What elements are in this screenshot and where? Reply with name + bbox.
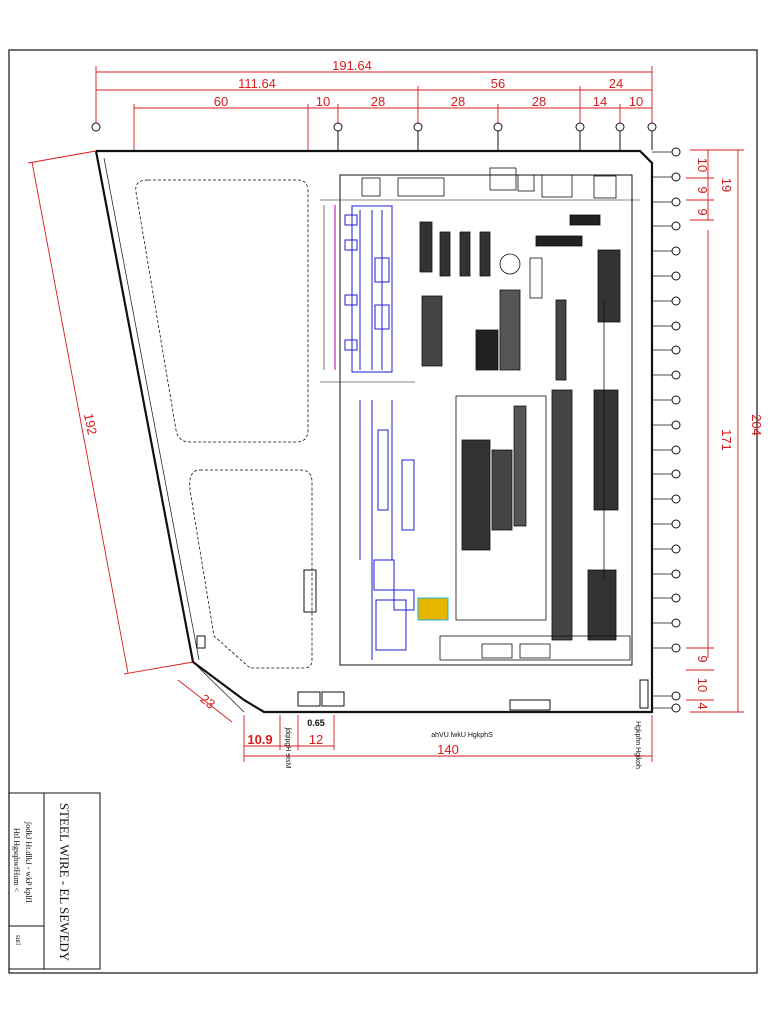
dim-top-28b: 28: [451, 94, 465, 109]
right-dimensions: [686, 149, 744, 713]
boundary-inner: [103, 157, 200, 661]
site-boundary: [94, 149, 654, 714]
grid-marker-right: [671, 197, 681, 207]
grid-marker-right: [671, 494, 681, 504]
road-label-right: Hgkphn Hgikoh: [634, 721, 641, 769]
dim-bottom-140: 140: [437, 742, 459, 757]
grid-marker-right: [671, 703, 681, 713]
grid-marker-right: [671, 593, 681, 603]
grid-marker-right: [671, 469, 681, 479]
dim-right-171: 171: [719, 429, 734, 451]
grid-marker-right: [671, 246, 681, 256]
machinery-north: [361, 167, 621, 381]
grid-markers-top: [91, 122, 657, 150]
dim-right-4: 4: [695, 702, 710, 709]
title-block-line2: ʃodkJ Ht.dlkJ - wkP kplfl: [24, 821, 33, 904]
dim-top-10a: 10: [316, 94, 330, 109]
control-room: [417, 597, 449, 621]
dim-top-28c: 28: [532, 94, 546, 109]
machinery-central: [439, 300, 631, 661]
title-block-title: STEEL WIRE - EL SEWEDY: [57, 803, 72, 962]
grid-marker-right: [671, 519, 681, 529]
dim-top-14: 14: [593, 94, 607, 109]
dim-diag-192: 192: [81, 412, 100, 436]
dim-top-mid: 56: [491, 76, 505, 91]
dim-top-28a: 28: [371, 94, 385, 109]
dim-bottom-065: 0.65: [307, 718, 325, 728]
grid-marker-right: [671, 345, 681, 355]
grid-markers-right: [652, 147, 681, 713]
grid-marker-right: [671, 172, 681, 182]
title-block-line3: sutl: [14, 935, 22, 945]
title-block-line1: Htl HgsqhwfHum <: [12, 828, 21, 893]
diag-dimension: [27, 150, 233, 723]
title-block: [8, 792, 101, 970]
grid-marker-right: [671, 296, 681, 306]
sheet-frame: [8, 49, 758, 974]
wire-line-nw: [344, 205, 393, 373]
grid-marker-right: [671, 370, 681, 380]
dim-top-right: 24: [609, 76, 623, 91]
grid-marker-right: [671, 643, 681, 653]
dim-top-left: 111.64: [238, 76, 276, 91]
gate-house: [303, 569, 317, 613]
dim-bottom-10-9: 10.9: [247, 732, 272, 747]
grid-marker-right: [671, 395, 681, 405]
road-label-left: ʃdqipgH ɘtsM: [284, 727, 291, 769]
dim-right-9a: 9: [695, 186, 710, 193]
grid-marker-right: [671, 420, 681, 430]
dim-right-10: 10: [695, 158, 710, 172]
grid-marker-right: [671, 569, 681, 579]
grid-marker-right: [671, 691, 681, 701]
gate-structures: [297, 679, 649, 711]
dim-top-total: 191.64: [332, 58, 372, 73]
dim-bottom-12: 12: [309, 732, 323, 747]
dim-top-60: 60: [214, 94, 228, 109]
road-label-main: ahVU lwkU HgkphS: [431, 732, 493, 739]
grid-marker-right: [671, 618, 681, 628]
grid-marker-right: [671, 445, 681, 455]
dim-right-204: 204: [749, 414, 764, 436]
grid-marker-right: [671, 147, 681, 157]
parking-area-south: [189, 469, 313, 669]
dim-top-10b: 10: [629, 94, 643, 109]
grid-marker-right: [671, 544, 681, 554]
grid-marker-right: [671, 221, 681, 231]
dim-right-9b: 9: [695, 208, 710, 215]
parking-area-north: [135, 179, 309, 443]
wire-line-sw: [359, 400, 415, 660]
bottom-dimensions: [243, 715, 653, 762]
dim-right-9c: 9: [695, 655, 710, 662]
small-building: [196, 635, 206, 649]
factory-outline: [339, 174, 633, 666]
dim-right-10b: 10: [695, 678, 710, 692]
grid-marker-right: [671, 321, 681, 331]
top-dimensions: [95, 66, 653, 150]
dim-right-19: 19: [719, 178, 734, 192]
grid-marker-right: [671, 271, 681, 281]
